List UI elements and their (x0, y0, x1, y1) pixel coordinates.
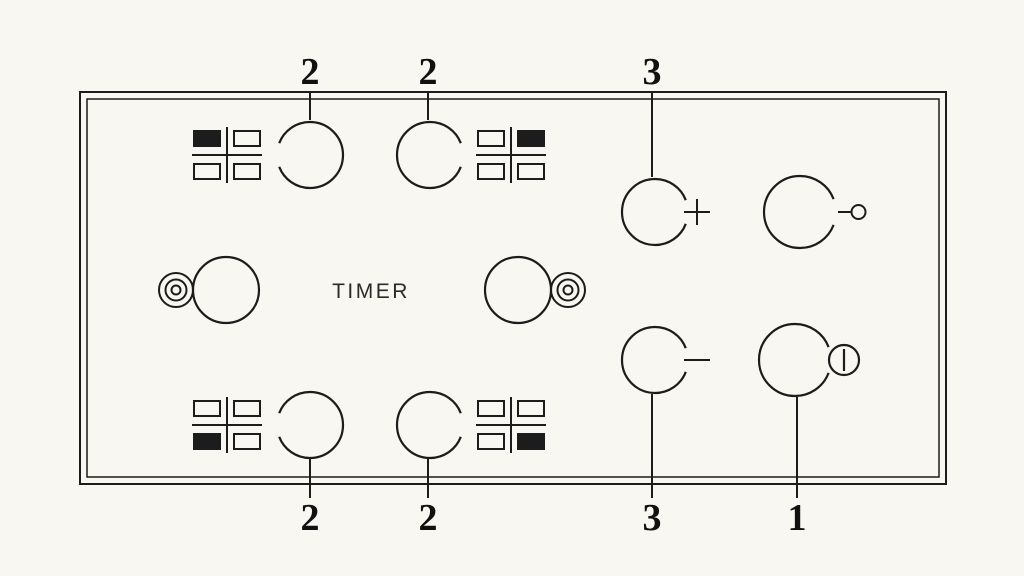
timer-rings-icon-left (158, 272, 194, 308)
callout-number-1: 1 (788, 497, 807, 539)
burner-square (477, 400, 505, 417)
burner-position-icon-bottom-right (476, 397, 546, 453)
timer-knob-left (191, 255, 261, 325)
burner-knob-top-right (395, 120, 465, 190)
callout-number-2c: 2 (301, 497, 320, 539)
burner-knob-bottom-right (395, 390, 465, 460)
plus-control (620, 177, 710, 247)
timer-ring-outer (158, 272, 194, 308)
burner-square-selected (193, 130, 221, 147)
power-knob (757, 322, 833, 398)
power-icon-circle (827, 343, 861, 377)
lock-control (762, 174, 867, 250)
key-circle (850, 204, 867, 220)
burner-square (233, 130, 261, 147)
burner-position-icon-top-right (476, 127, 546, 183)
burner-square (477, 130, 505, 147)
burner-control-top-left (192, 120, 345, 190)
callout-number-2d: 2 (419, 497, 438, 539)
burner-position-icon-top-left (192, 127, 262, 183)
power-control (757, 322, 861, 398)
key-icon (838, 204, 867, 220)
burner-knob-top-left (275, 120, 345, 190)
burner-position-icon-bottom-left (192, 397, 262, 453)
burner-control-bottom-right (395, 390, 546, 460)
burner-square (193, 400, 221, 417)
burner-square-selected (517, 130, 545, 147)
callout-number-2a: 2 (301, 51, 320, 93)
burner-square (477, 433, 505, 450)
timer-rings-icon-right (550, 272, 586, 308)
callouts-top: 2 2 3 (301, 51, 662, 177)
timer-ring-middle (164, 278, 188, 302)
lock-knob (762, 174, 838, 250)
power-icon (827, 343, 861, 377)
plus-icon (684, 199, 710, 225)
burner-square (233, 400, 261, 417)
burner-square (517, 163, 545, 180)
timer-ring-inner (562, 284, 574, 296)
minus-knob (620, 325, 690, 395)
timer-control-left (158, 255, 261, 325)
timer-ring-outer (550, 272, 586, 308)
burner-square-selected (517, 433, 545, 450)
timer-label: TIMER (332, 280, 410, 303)
callout-number-2b: 2 (419, 51, 438, 93)
burner-square (233, 163, 261, 180)
panel-border (79, 91, 947, 485)
callouts-bottom: 2 2 3 1 (301, 394, 807, 539)
timer-ring-middle (556, 278, 580, 302)
burner-square (517, 400, 545, 417)
timer-control-right (483, 255, 586, 325)
callout-number-3a: 3 (643, 51, 662, 93)
timer-knob-right (483, 255, 553, 325)
plus-knob (620, 177, 690, 247)
burner-square (233, 433, 261, 450)
burner-square-selected (193, 433, 221, 450)
minus-control (620, 325, 710, 395)
burner-knob-bottom-left (275, 390, 345, 460)
burner-control-bottom-left (192, 390, 345, 460)
panel-outer-border (79, 91, 947, 485)
burner-control-top-right (395, 120, 546, 190)
timer-ring-inner (170, 284, 182, 296)
callout-number-3b: 3 (643, 497, 662, 539)
burner-square (193, 163, 221, 180)
panel-inner-border (86, 98, 940, 478)
burner-square (477, 163, 505, 180)
